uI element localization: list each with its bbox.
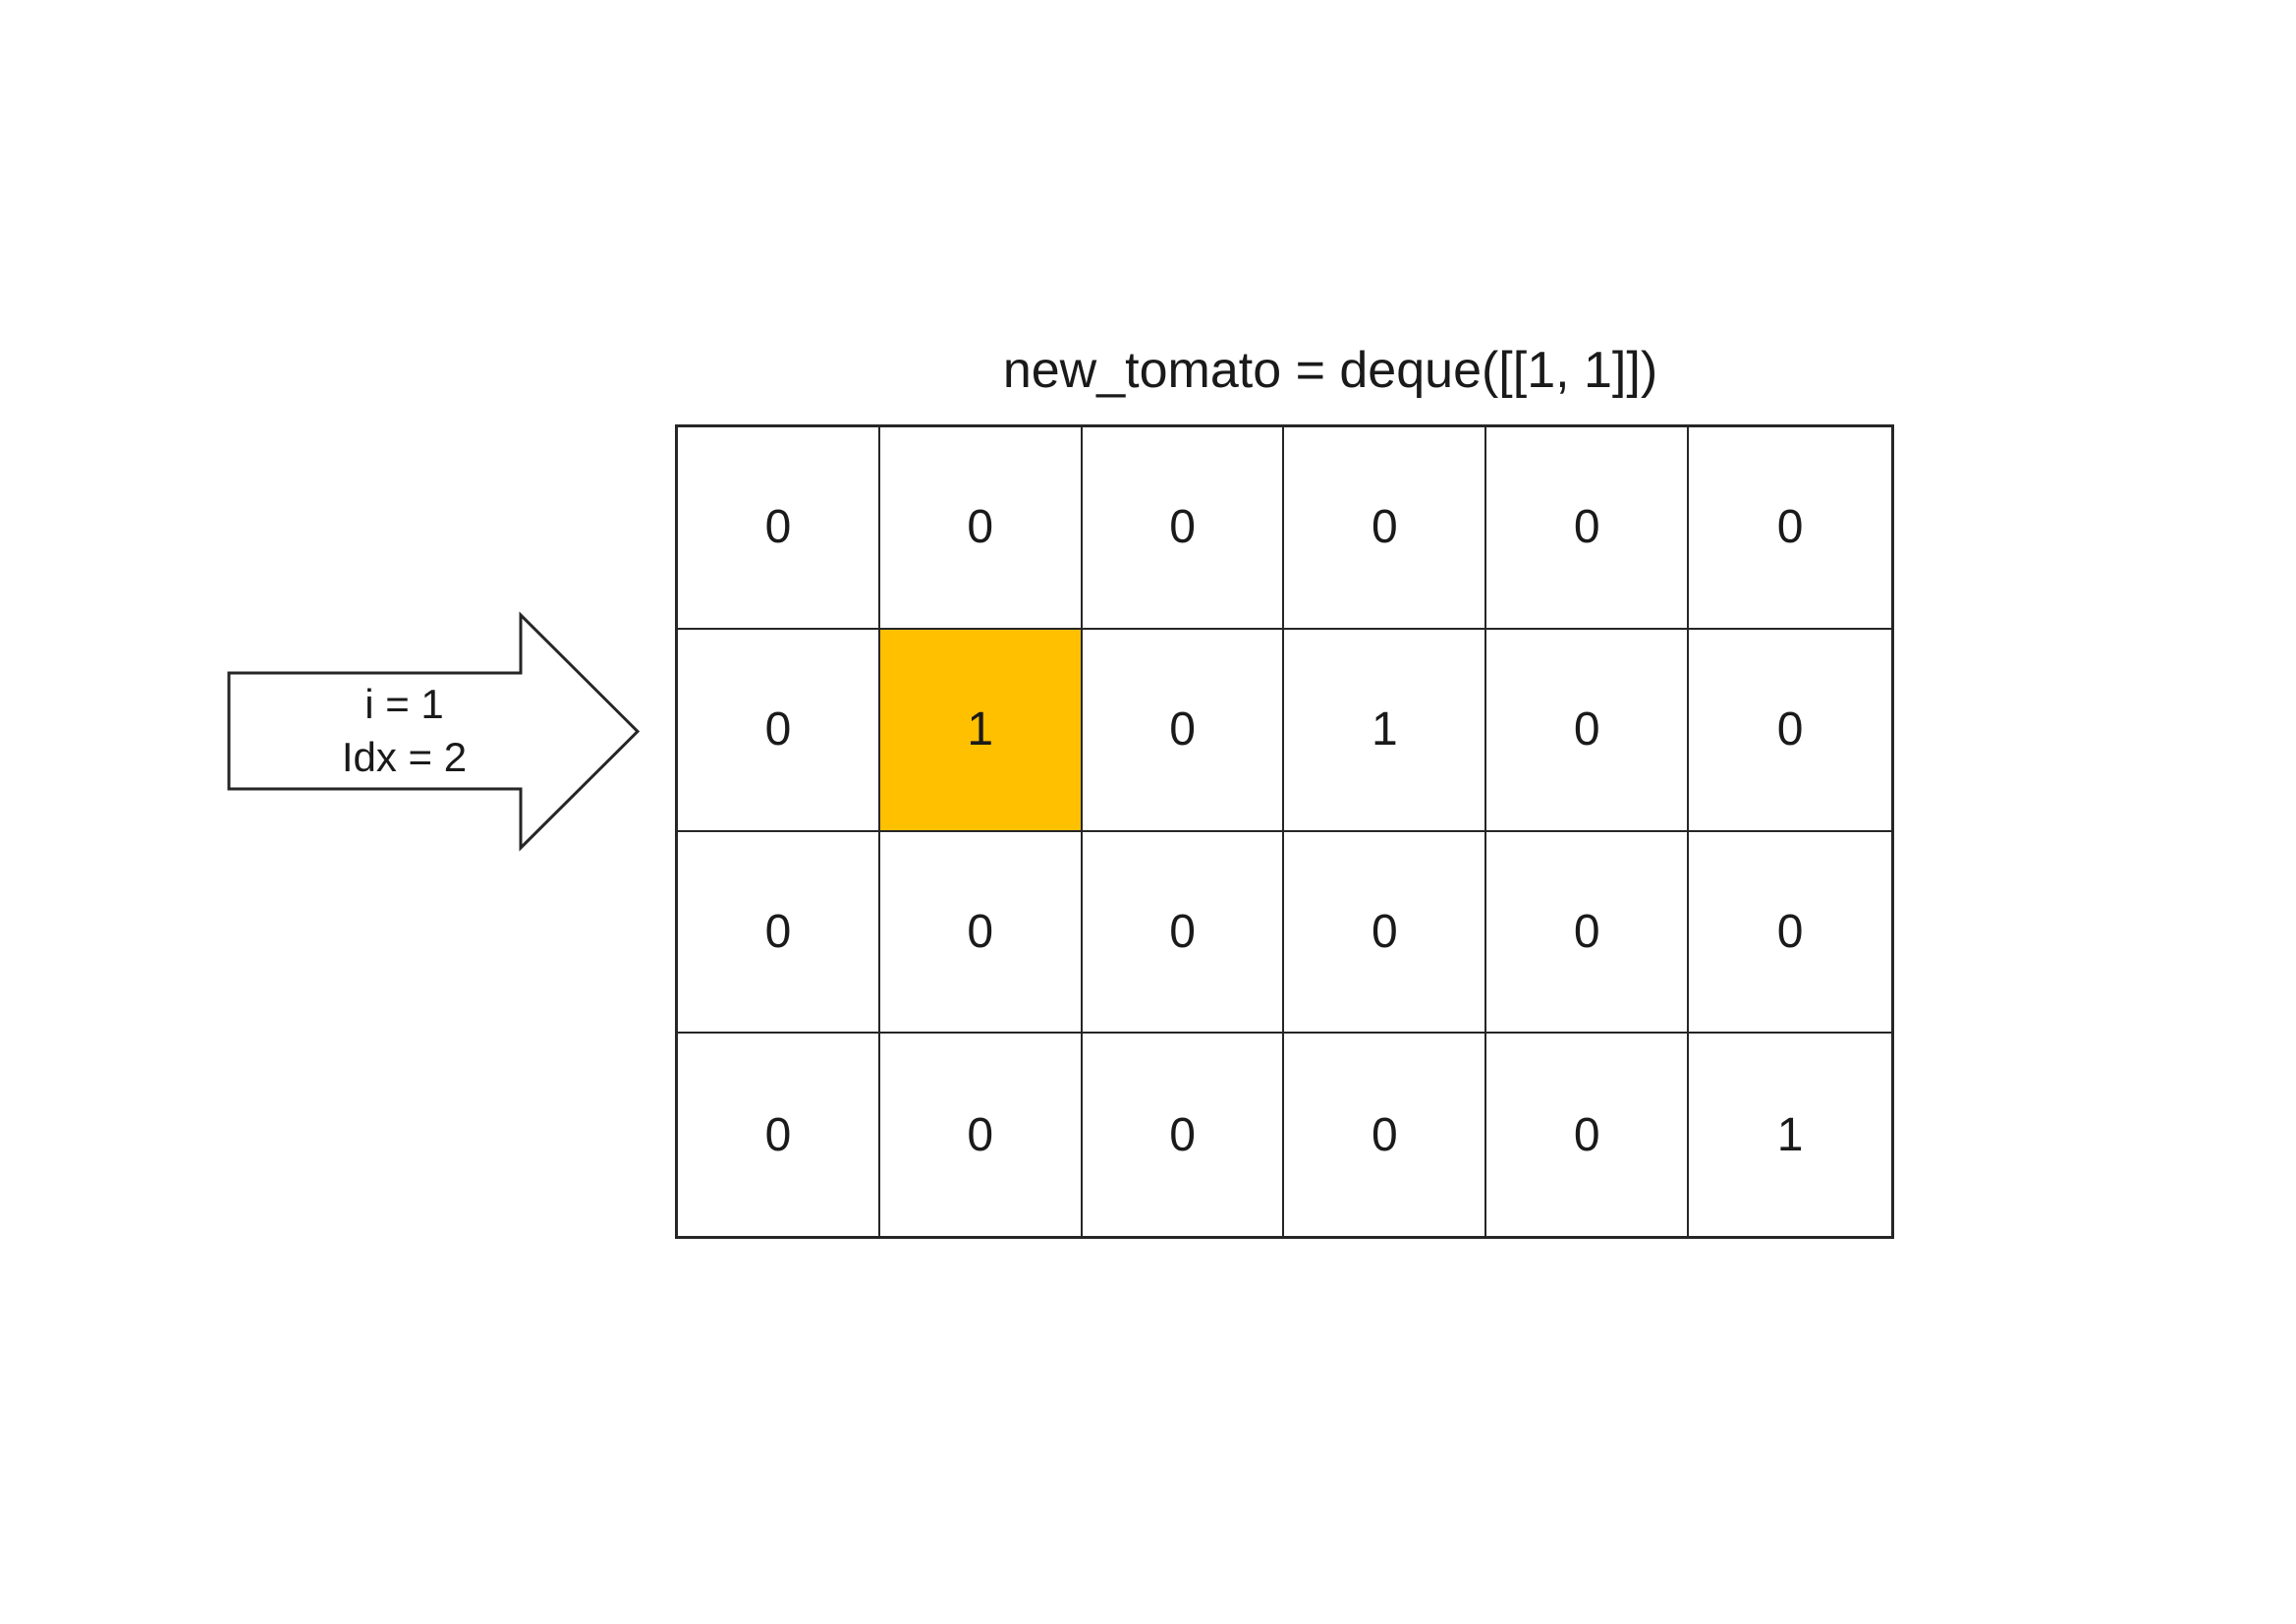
grid-cell: 1 [1284,629,1487,832]
grid-cell: 0 [1082,629,1285,832]
grid-cell-highlighted: 1 [879,629,1083,832]
grid-cell: 0 [1486,1034,1690,1236]
grid-cell: 0 [1486,427,1690,630]
arrow-label-line1: i = 1 [364,681,444,727]
grid-cell: 0 [880,1034,1083,1236]
grid-cell: 0 [879,427,1083,630]
grid-cell: 0 [1082,427,1285,630]
grid-cell: 0 [678,629,880,832]
grid-cell: 1 [1776,1108,1804,1161]
grid-cell: 0 [1689,630,1891,832]
deque-state-label: new_tomato = deque([[1, 1]]) [1002,342,1658,399]
grid-cell: 0 [1689,832,1891,1035]
grid-cell: 0 [678,427,880,630]
arrow-label: i = 1 Idx = 2 [229,678,580,784]
grid-cell: 0 [1284,1034,1487,1236]
grid-cell: 0 [1284,427,1487,630]
grid-cell: 0 [1284,831,1487,1035]
grid-cell: 0 [1082,831,1285,1035]
grid-cell: 0 [1486,629,1690,832]
grid-cell: 0 [678,831,880,1035]
grid-cell: 0 [1486,831,1690,1035]
grid-cell: 0 [678,1034,880,1236]
grid-cell: 0 [1083,1034,1285,1236]
grid-cell: 0 [879,831,1083,1035]
grid-cell: 0 [1689,427,1891,630]
arrow-label-line2: Idx = 2 [341,734,468,780]
